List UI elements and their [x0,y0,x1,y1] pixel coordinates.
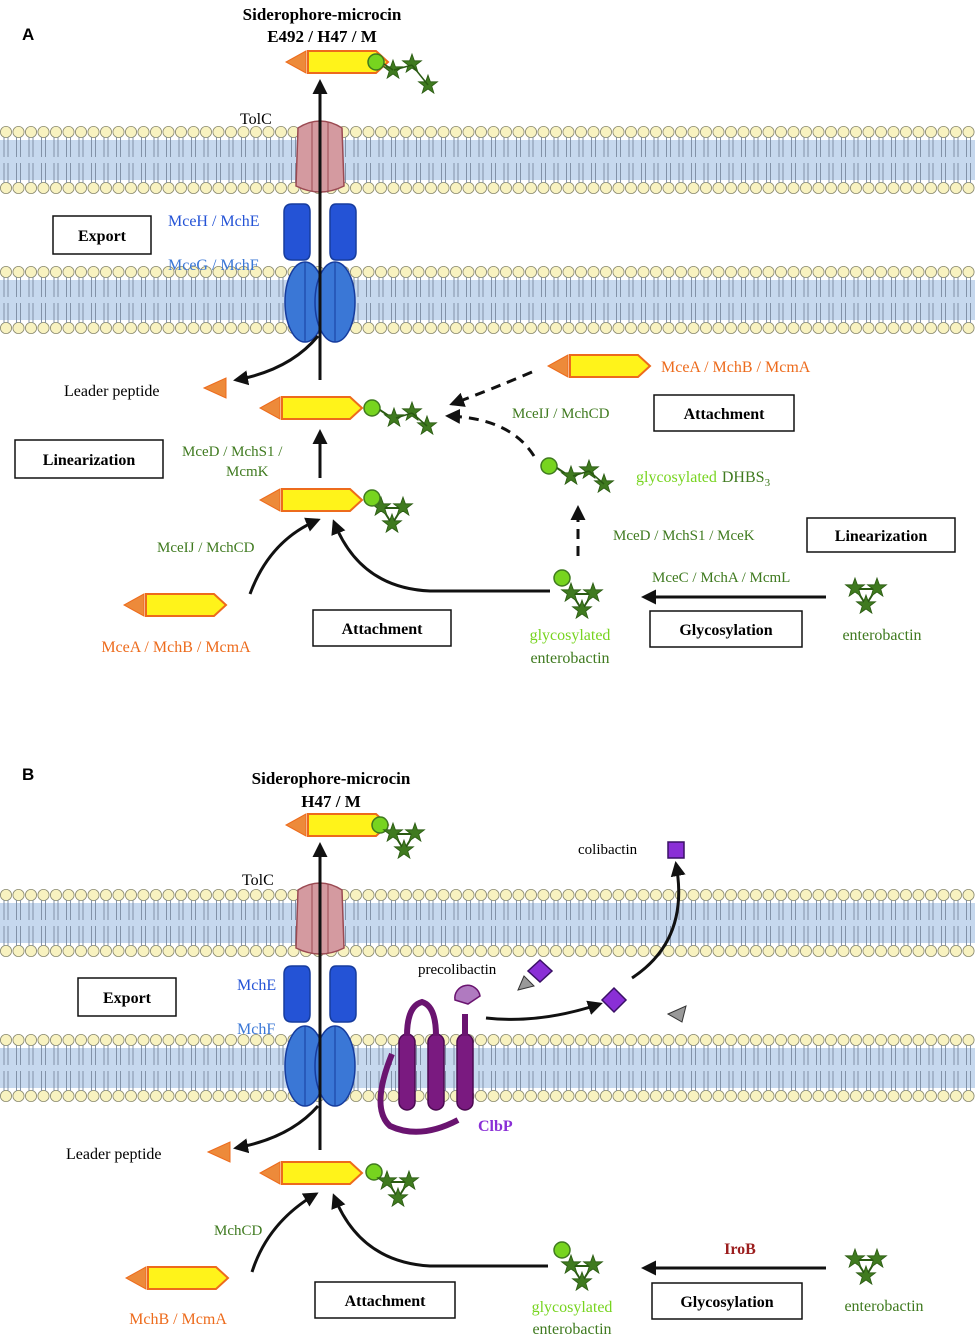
panel-a-linearization-label-left: Linearization [43,452,136,469]
panel-b-colibactin-label: colibactin [578,842,638,858]
panel-b-inner-membrane [0,1034,975,1103]
panel-b-precursor-modified [259,1161,363,1185]
panel-a-attachment-box-bottom [312,609,452,647]
panel-a-precursor-label-left: MceA / MchB / McmA [101,639,251,656]
panel-b-precursor [125,1266,229,1290]
panel-a-exported-siderophore [367,53,438,94]
panel-a-mature-peptide [259,396,363,420]
panel-a-dhbs-glycosylated-prefix: glycosylated [636,469,717,486]
panel-a-attach-arrow-right [331,519,550,593]
panel-b-precolibactin-label: precolibactin [418,962,497,978]
panel-a-leader-cleavage-arrow [233,335,320,386]
panel-b-letter: B [22,765,34,784]
panel-b-glycosylation-label: Glycosylation [680,1294,773,1311]
panel-a-dashed-arrow-dhbs [445,408,536,457]
panel-b-precursor-label: MchB / McmA [129,1311,227,1328]
panel-a-glycosylation-label: Glycosylation [679,622,772,639]
panel-a-leader-peptide-shape [202,377,227,399]
panel-a-linearization-enzymes-left-2: McmK [226,464,269,480]
panel-b-enterobactin-label: enterobactin [844,1298,923,1315]
panel-a-dhbs-name: DHBS [722,469,765,486]
panel-a-precursor-left [123,593,227,617]
panel-b-glycosylated-enterobactin-attached [365,1163,419,1206]
panel-a-export-label: Export [78,228,127,245]
panel-a-attachment-label-bottom: Attachment [342,621,424,638]
panel-a-tolc-label: TolC [240,111,272,128]
panel-a-attach-enzymes-left: MceIJ / MchCD [157,540,255,556]
panel-b-attachment-label: Attachment [345,1293,427,1310]
panel-a-glycosylated-enterobactin [554,570,603,618]
panel-a-letter: A [22,25,34,44]
panel-a-enterobactin-label: enterobactin [842,627,921,644]
panel-b-enterobactin [846,1249,887,1284]
panel-b-outer-membrane [0,889,975,958]
panel-b-export-label: Export [103,990,152,1007]
panel-b-clbp-protein [377,984,481,1135]
panel-b-mfp-label: MchE [237,977,276,994]
panel-a-title-line1: Siderophore-microcin [243,5,402,24]
panel-b-leader-cleavage-arrow [233,1105,320,1154]
panel-a-linearization-enzymes-left-1: MceD / MchS1 / [182,444,283,460]
panel-a-enterobactin [846,578,887,613]
panel-a-title-line2: E492 / H47 / M [267,27,377,46]
panel-b-precolibactin-shape [517,958,554,991]
panel-a-export-box [52,215,152,255]
panel-a-linearization-box-left [14,439,164,479]
panel-a-inner-membrane [0,265,975,334]
panel-b-colibactin-square [667,841,685,859]
panel-b-attach-enzymes: MchCD [214,1223,263,1239]
panel-a-attachment-box-right [653,394,795,432]
panel-a-linearization-label-right: Linearization [835,528,928,545]
panel-b-glycosylated-enterobactin [554,1242,603,1290]
panel-a-glycosylated-dhbs3-label: glycosylated DHBS3 [636,469,771,489]
panel-a-precursor-right [547,354,651,378]
panel-b-colibactin-diamond [600,986,628,1014]
panel-a-mature-siderophore [364,400,437,434]
panel-a-glyco-ent-line1: glycosylated [530,627,611,644]
panel-a-glycosylation-enzymes: MceC / MchA / McmL [652,570,790,586]
panel-b-glycosylation-box [651,1282,803,1320]
panel-a-outer-membrane [0,126,975,194]
panel-b: B Siderophore-microcin H47 / M TolC MchE… [22,765,924,1338]
panel-b-glyco-ent-line1: glycosylated [532,1299,613,1316]
panel-b-clbp-label: ClbP [478,1118,513,1135]
panel-a-dashed-arrow-precursor [449,370,533,407]
panel-b-title-line2: H47 / M [301,792,361,811]
panel-b-colibactin-export-arrow [631,861,686,980]
panel-a-glycosylated-dhbs3 [541,458,614,492]
panel-b-attachment-box [314,1281,456,1319]
panel-a-glycosylation-box [649,610,803,648]
panel-b-attach-arrow-right [331,1193,548,1268]
panel-b-title-line1: Siderophore-microcin [252,769,411,788]
panel-a-attach-enzymes-right: MceIJ / MchCD [512,406,610,422]
panel-a-mfp-label: MceH / MchE [168,213,260,230]
panel-b-leader-peptide-shape [206,1141,231,1163]
panel-b-tolc-label: TolC [242,872,274,889]
panel-a-leader-peptide-label: Leader peptide [64,383,160,400]
panel-a-linearization-box-right [806,517,956,553]
panel-b-abc-label: MchF [237,1021,275,1038]
panel-b-cleavage-arrow [485,1000,603,1021]
panel-b-glycosylation-enzyme: IroB [724,1241,756,1258]
panel-a-attach-arrow-left [248,517,321,595]
panel-a-attachment-label-right: Attachment [684,406,766,423]
panel-a-precursor-modified [259,488,363,512]
panel-a-linearization-enzymes-right: MceD / MchS1 / MceK [613,528,755,544]
panel-a-precursor-label-right: MceA / MchB / McmA [661,359,811,376]
panel-b-prodrug-motif [666,1005,687,1023]
panel-b-glyco-ent-line2: enterobactin [532,1321,611,1338]
panel-b-leader-peptide-label: Leader peptide [66,1146,162,1163]
panel-b-attach-arrow-left [250,1192,319,1273]
panel-b-export-box [77,977,177,1017]
panel-a: A Siderophore-microcin E492 / H47 / M To… [14,5,956,667]
panel-a-dhbs-subscript: 3 [765,477,771,489]
panel-a-glyco-ent-line2: enterobactin [530,650,609,667]
panel-b-exported-siderophore [371,816,425,858]
panel-a-abc-label: MceG / MchF [168,257,259,274]
